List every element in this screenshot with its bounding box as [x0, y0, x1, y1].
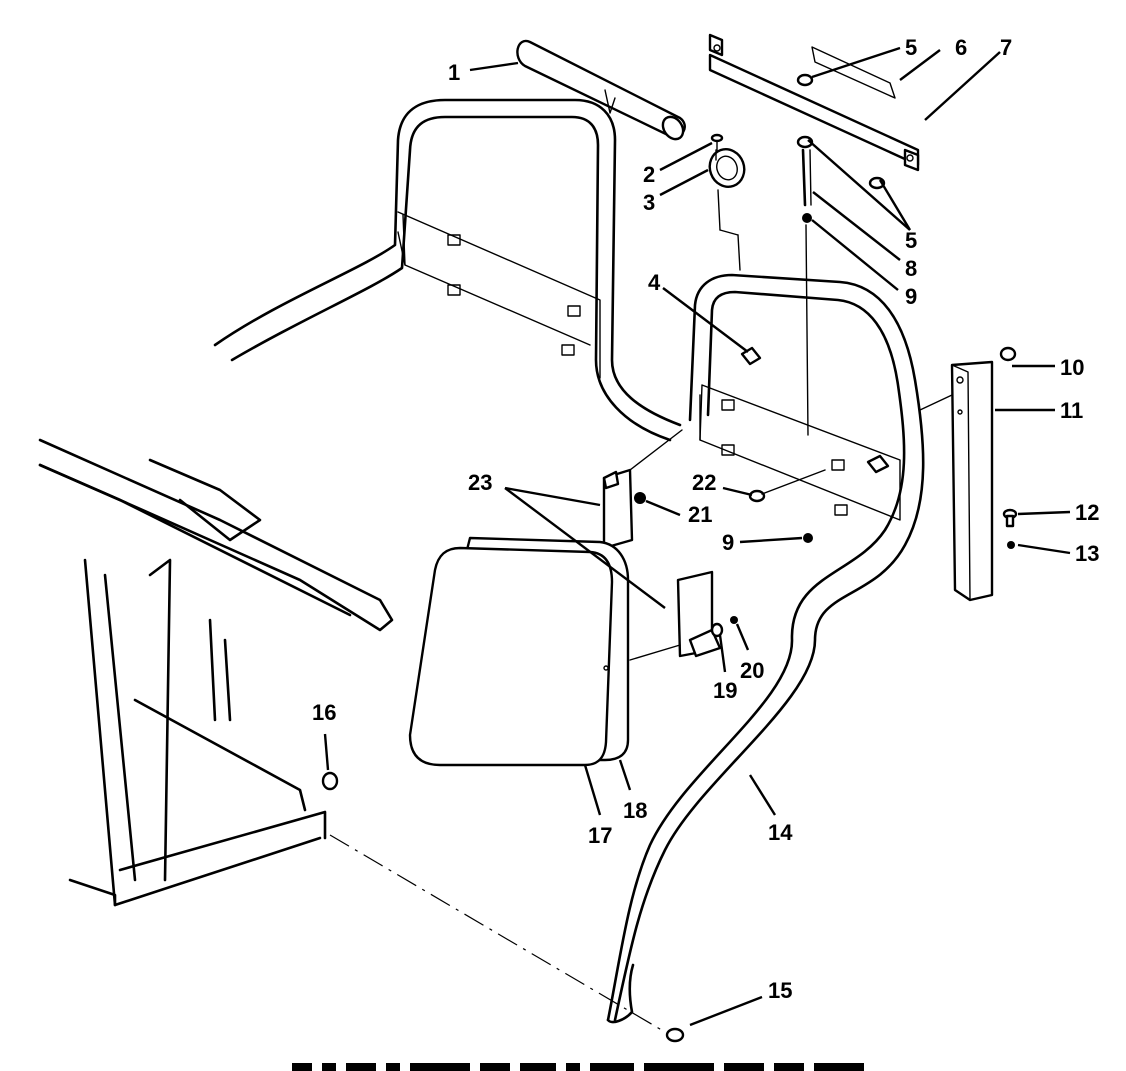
- callout-4: 4: [648, 270, 661, 295]
- seat-back-cushion: [408, 546, 614, 767]
- mounting-plate: [708, 33, 920, 172]
- clamp: [708, 148, 746, 271]
- flange-nut: [321, 771, 339, 791]
- flange-bolt: [665, 1027, 685, 1043]
- callout-6: 6: [955, 35, 967, 60]
- side-panel: [919, 360, 994, 602]
- callout-22: 22: [692, 470, 716, 495]
- callout-20: 20: [740, 658, 764, 683]
- callout-14: 14: [768, 820, 793, 845]
- callout-5-top: 5: [905, 35, 917, 60]
- cowl-support-bracket: [38, 438, 394, 907]
- hex-nut: [999, 346, 1017, 362]
- callout-7: 7: [1000, 35, 1012, 60]
- carriage-screw: [748, 469, 826, 503]
- assembly-centerline: [329, 834, 666, 1033]
- front-roll-bar: [606, 273, 925, 1024]
- callout-17: 17: [588, 823, 612, 848]
- stud: [801, 148, 812, 207]
- callout-18: 18: [623, 798, 647, 823]
- decal: [811, 46, 896, 99]
- callout-21: 21: [688, 502, 712, 527]
- callout-10: 10: [1060, 355, 1084, 380]
- callout-13: 13: [1075, 541, 1099, 566]
- callout-2: 2: [643, 162, 655, 187]
- callout-11: 11: [1060, 398, 1083, 423]
- callout-9-upper: 9: [905, 284, 917, 309]
- callout-16: 16: [312, 700, 336, 725]
- grab-handle: [516, 39, 686, 141]
- screw: [710, 133, 724, 151]
- callout-3: 3: [643, 190, 655, 215]
- callout-9-lower: 9: [722, 530, 734, 555]
- callout-labels: 1 2 3 4 5 6 7 5 8 9 10 11 12 13 23 22 21…: [312, 35, 1099, 1003]
- lock-nut: [634, 492, 646, 504]
- callout-23: 23: [468, 470, 492, 495]
- callout-1: 1: [448, 60, 460, 85]
- callout-5-lower: 5: [905, 228, 917, 253]
- callout-12: 12: [1075, 500, 1099, 525]
- bracket: [602, 429, 722, 661]
- rear-roll-bar-frame: [213, 98, 682, 442]
- hex-screw: [730, 616, 738, 624]
- flat-washer: [710, 622, 724, 638]
- lock-washer: [1007, 541, 1015, 549]
- bolt: [1002, 508, 1018, 528]
- washer: [802, 213, 813, 543]
- leader-lines: [323, 46, 1071, 1027]
- callout-19: 19: [713, 678, 737, 703]
- assembly-line: [805, 224, 809, 436]
- callout-15: 15: [768, 978, 792, 1003]
- footer-rule: [292, 1063, 864, 1071]
- callout-8: 8: [905, 256, 917, 281]
